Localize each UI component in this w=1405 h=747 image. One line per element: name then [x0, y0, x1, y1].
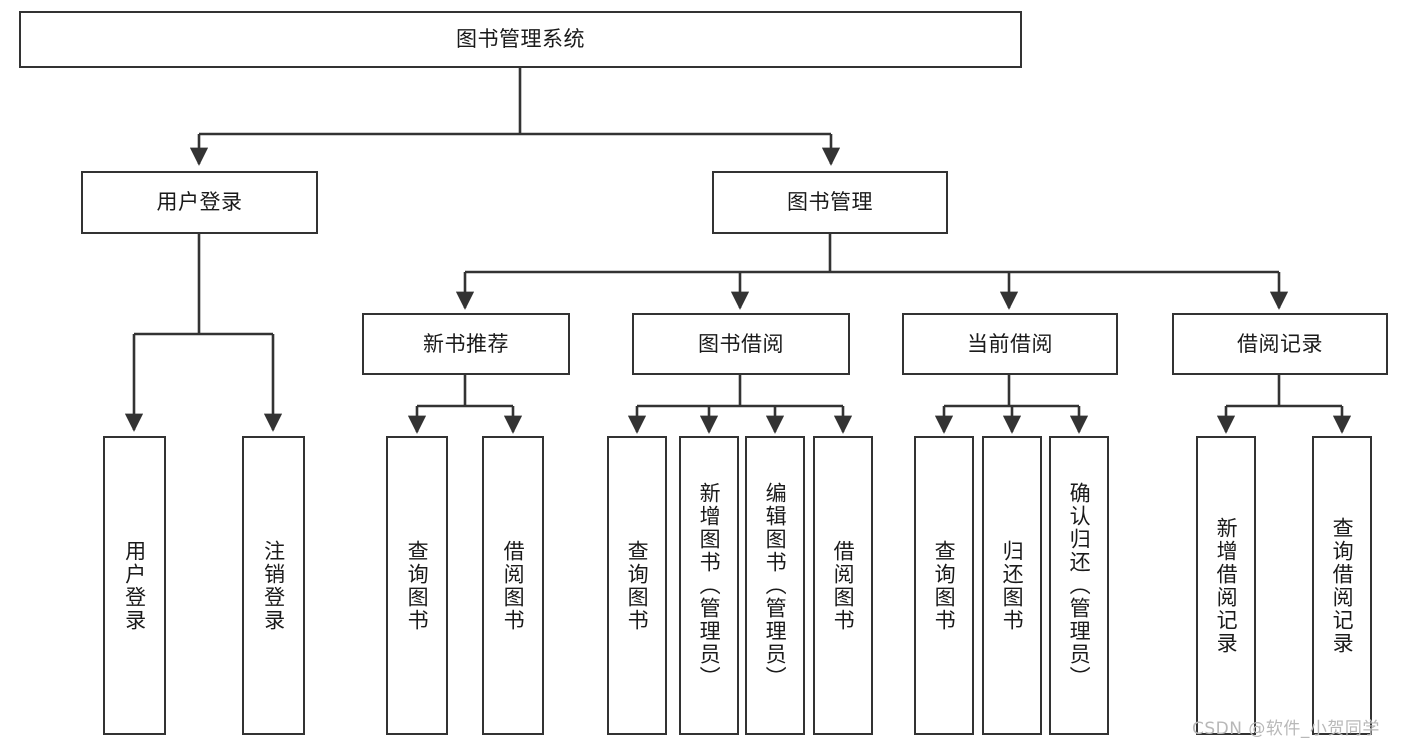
- leaf-bookborrow-borrow-book[interactable]: 借阅图书: [813, 436, 873, 735]
- node-new-book-recommend-label: 新书推荐: [423, 331, 509, 356]
- leaf-bookborrow-query-book[interactable]: 查询图书: [607, 436, 667, 735]
- leaf-logout-label: 注销登录: [261, 539, 286, 632]
- node-root[interactable]: 图书管理系统: [19, 11, 1022, 68]
- leaf-newbook-query-book[interactable]: 查询图书: [386, 436, 448, 735]
- node-current-borrow-label: 当前借阅: [967, 331, 1053, 356]
- leaf-borrowrecord-add-record-label: 新增借阅记录: [1214, 516, 1239, 655]
- leaf-bookborrow-query-book-label: 查询图书: [625, 539, 650, 632]
- node-user-login[interactable]: 用户登录: [81, 171, 318, 234]
- leaf-newbook-query-book-label: 查询图书: [405, 539, 430, 632]
- leaf-user-login[interactable]: 用户登录: [103, 436, 166, 735]
- leaf-newbook-borrow-book-label: 借阅图书: [501, 539, 526, 632]
- node-borrow-record[interactable]: 借阅记录: [1172, 313, 1388, 375]
- leaf-currentborrow-return-book-label: 归还图书: [1000, 539, 1025, 632]
- leaf-bookborrow-add-book[interactable]: 新增图书（管理员）: [679, 436, 739, 735]
- leaf-currentborrow-confirm-return-label: 确认归还（管理员）: [1067, 482, 1092, 689]
- node-book-borrow[interactable]: 图书借阅: [632, 313, 850, 375]
- node-book-management-label: 图书管理: [787, 190, 873, 214]
- leaf-bookborrow-add-book-label: 新增图书（管理员）: [697, 482, 722, 689]
- node-root-label: 图书管理系统: [456, 27, 585, 51]
- leaf-currentborrow-query-book-label: 查询图书: [932, 539, 957, 632]
- leaf-bookborrow-edit-book-label: 编辑图书（管理员）: [763, 482, 788, 689]
- leaf-borrowrecord-add-record[interactable]: 新增借阅记录: [1196, 436, 1256, 735]
- leaf-newbook-borrow-book[interactable]: 借阅图书: [482, 436, 544, 735]
- node-book-borrow-label: 图书借阅: [698, 331, 784, 356]
- node-user-login-label: 用户登录: [156, 190, 243, 214]
- node-borrow-record-label: 借阅记录: [1237, 331, 1323, 356]
- leaf-logout[interactable]: 注销登录: [242, 436, 305, 735]
- node-current-borrow[interactable]: 当前借阅: [902, 313, 1118, 375]
- node-new-book-recommend[interactable]: 新书推荐: [362, 313, 570, 375]
- leaf-currentborrow-query-book[interactable]: 查询图书: [914, 436, 974, 735]
- leaf-currentborrow-return-book[interactable]: 归还图书: [982, 436, 1042, 735]
- leaf-borrowrecord-query-record[interactable]: 查询借阅记录: [1312, 436, 1372, 735]
- watermark-text: CSDN @软件_小贺同学: [1192, 719, 1380, 739]
- leaf-borrowrecord-query-record-label: 查询借阅记录: [1330, 516, 1355, 655]
- leaf-currentborrow-confirm-return[interactable]: 确认归还（管理员）: [1049, 436, 1109, 735]
- node-book-management[interactable]: 图书管理: [712, 171, 948, 234]
- leaf-bookborrow-borrow-book-label: 借阅图书: [831, 539, 856, 632]
- leaf-bookborrow-edit-book[interactable]: 编辑图书（管理员）: [745, 436, 805, 735]
- leaf-user-login-label: 用户登录: [122, 539, 147, 632]
